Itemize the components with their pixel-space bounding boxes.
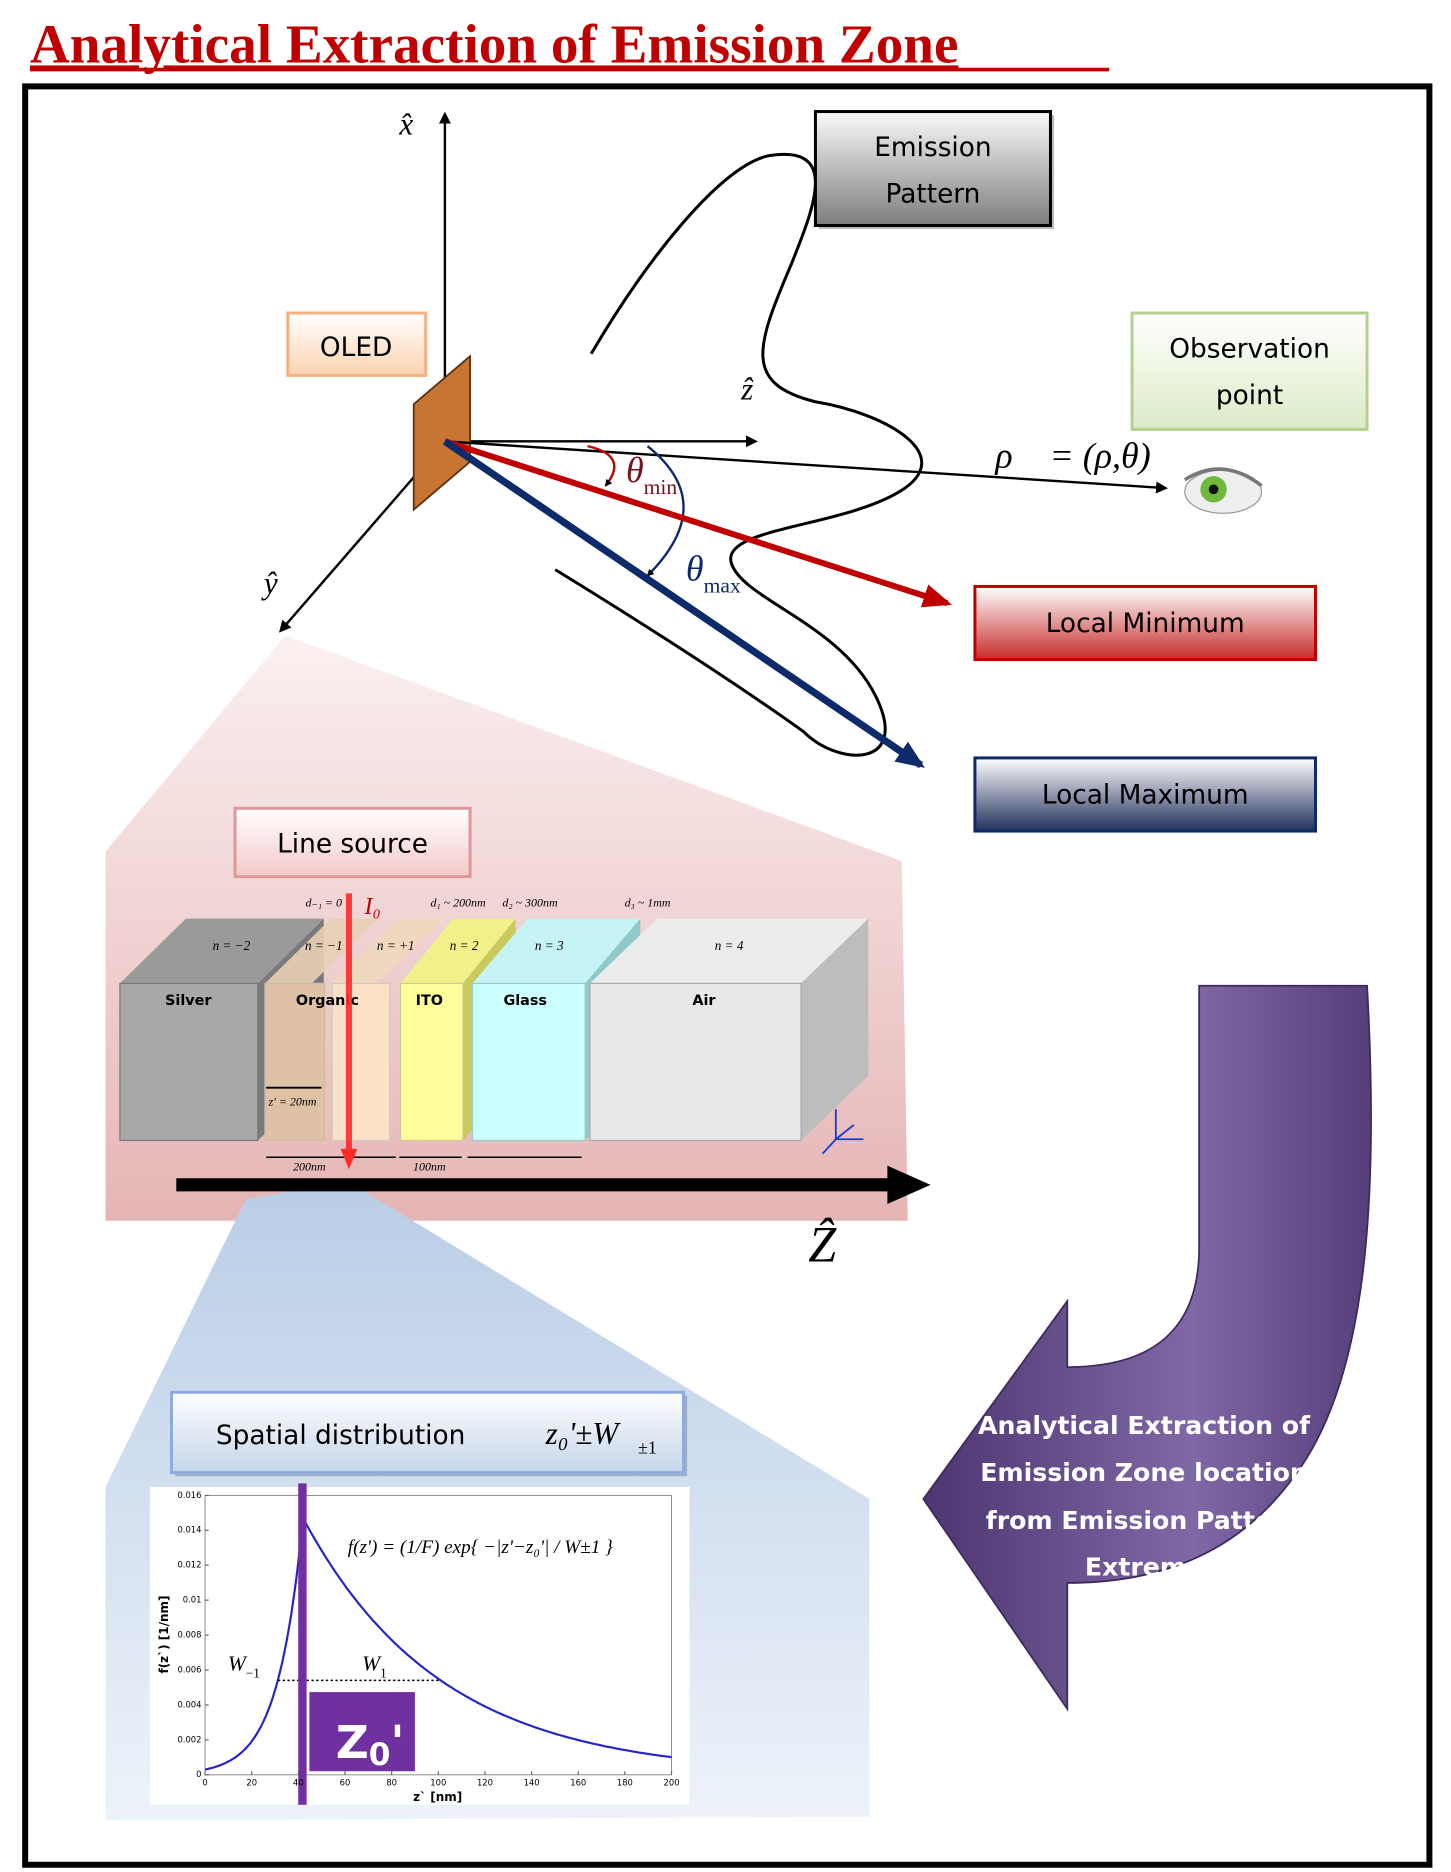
dim-200: 200nm bbox=[293, 1159, 326, 1173]
spatial-distribution-box: Spatial distribution z₀'±W ±1 bbox=[169, 1390, 688, 1477]
y-tick-label: 0.006 bbox=[177, 1664, 201, 1674]
oled-plate bbox=[412, 354, 471, 512]
x-tick-label: 0 bbox=[202, 1778, 207, 1788]
observation-line bbox=[444, 440, 1168, 494]
x-tick-label: 40 bbox=[293, 1778, 304, 1788]
mini-axes-icon bbox=[821, 1109, 864, 1155]
x-axis-label: x̂ bbox=[398, 106, 413, 141]
big-z-label: Ẑ bbox=[808, 1217, 837, 1273]
zprime-label: z' = 20nm bbox=[268, 1095, 317, 1109]
x-tick-label: 80 bbox=[386, 1778, 397, 1788]
emission-pattern-curve bbox=[554, 152, 924, 757]
big-z-arrowhead bbox=[887, 1165, 931, 1205]
svg-text:±1: ±1 bbox=[638, 1437, 657, 1457]
theta-min-label: θmin bbox=[626, 450, 677, 499]
line-source-arrowhead bbox=[340, 1148, 358, 1170]
svg-text:n = 4: n = 4 bbox=[715, 938, 744, 953]
svg-text:Local Maximum: Local Maximum bbox=[1042, 780, 1249, 810]
x-tick-label: 100 bbox=[430, 1778, 446, 1788]
theta-min-arc bbox=[587, 444, 616, 487]
y-tick-label: 0.01 bbox=[183, 1595, 202, 1605]
svg-text:n = 2: n = 2 bbox=[450, 938, 479, 953]
svg-text:from Emission Pattern: from Emission Pattern bbox=[986, 1506, 1303, 1535]
layer-indices: n = −2 n = −1 n = +1 n = 2 n = 3 n = 4 bbox=[213, 938, 744, 953]
svg-text:n = +1: n = +1 bbox=[377, 938, 415, 953]
emission-pattern-box: Emission Pattern bbox=[813, 110, 1055, 230]
extraction-arrow-text: Analytical Extraction of Emission Zone l… bbox=[978, 1411, 1311, 1582]
chart-background bbox=[149, 1487, 690, 1805]
svg-text:Analytical Extraction of: Analytical Extraction of bbox=[978, 1411, 1311, 1440]
x-tick-label: 160 bbox=[570, 1778, 586, 1788]
observation-point-box: Observation point bbox=[1130, 311, 1369, 431]
svg-text:OLED: OLED bbox=[320, 333, 392, 363]
svg-text:n = −2: n = −2 bbox=[213, 938, 251, 953]
local-minimum-arrow bbox=[443, 438, 952, 608]
local-minimum-box: Local Minimum bbox=[973, 584, 1317, 662]
x-tick-label: 120 bbox=[477, 1778, 493, 1788]
z-axis-label: ẑ bbox=[740, 371, 754, 406]
eye-icon bbox=[1183, 467, 1263, 514]
y-axis-label: ŷ bbox=[261, 566, 278, 601]
y-tick-label: 0.014 bbox=[177, 1525, 201, 1535]
svg-text:z₀'±W: z₀'±W bbox=[545, 1416, 622, 1451]
x-axis-title: z` [nm] bbox=[413, 1790, 462, 1804]
x-tick-label: 140 bbox=[524, 1778, 540, 1788]
svg-text:Spatial distribution: Spatial distribution bbox=[216, 1421, 466, 1451]
ito-label: ITO bbox=[416, 993, 443, 1009]
x-tick-label: 20 bbox=[246, 1778, 257, 1788]
svg-text:Extrema: Extrema bbox=[1085, 1553, 1203, 1582]
source-label: I₀ bbox=[364, 894, 381, 920]
x-tick-label: 180 bbox=[617, 1778, 633, 1788]
z0-marker-bar bbox=[298, 1483, 307, 1805]
x-tick-label: 60 bbox=[340, 1778, 351, 1788]
z0-label-box bbox=[309, 1692, 415, 1772]
y-tick-label: 0.002 bbox=[177, 1734, 201, 1744]
svg-text:point: point bbox=[1216, 381, 1283, 411]
local-maximum-arrow bbox=[442, 438, 925, 769]
svg-text:Observation: Observation bbox=[1169, 334, 1330, 364]
air-label: Air bbox=[692, 993, 716, 1009]
y-tick-label: 0.012 bbox=[177, 1560, 201, 1570]
page-title: Analytical Extraction of Emission Zone bbox=[30, 13, 958, 74]
silver-label: Silver bbox=[165, 993, 212, 1009]
svg-text:n = −1: n = −1 bbox=[305, 938, 343, 953]
svg-text:n = 3: n = 3 bbox=[535, 938, 564, 953]
svg-text:Emission Zone location: Emission Zone location bbox=[980, 1458, 1308, 1487]
layer-stack bbox=[119, 918, 869, 1142]
z0-label: Z0' bbox=[336, 1716, 405, 1773]
y-tick-label: 0.004 bbox=[177, 1699, 201, 1709]
svg-text:d₁ ~ 200nm: d₁ ~ 200nm bbox=[430, 896, 486, 910]
layer-thicknesses: d₋₁ = 0 d₁ ~ 200nm d₂ ~ 300nm d₃ ~ 1mm bbox=[305, 896, 670, 910]
svg-text:Emission: Emission bbox=[874, 133, 991, 163]
w-minus-label: W−1 bbox=[228, 1651, 260, 1680]
distribution-chart: 0 20 40 60 80 100 120 140 160 180 200 0 0.002 0.004 0.… bbox=[149, 1483, 690, 1805]
rho-label: ρ⃗ = (ρ,θ) bbox=[994, 436, 1150, 476]
local-maximum-box: Local Maximum bbox=[973, 756, 1317, 833]
oled-box: OLED bbox=[286, 311, 428, 377]
svg-text:d₋₁ = 0: d₋₁ = 0 bbox=[305, 896, 342, 910]
theta-max-label: θmax bbox=[686, 548, 741, 597]
svg-text:d₃ ~ 1mm: d₃ ~ 1mm bbox=[625, 896, 671, 910]
svg-text:Local Minimum: Local Minimum bbox=[1046, 609, 1245, 639]
theta-max-arc bbox=[646, 445, 685, 577]
y-tick-label: 0.008 bbox=[177, 1630, 201, 1640]
y-axis-title: f(z`) [1/nm] bbox=[157, 1596, 171, 1674]
x-tick-label: 200 bbox=[664, 1778, 680, 1788]
formula: f(z') = (1/F) exp{ −|z'−z₀'| / W±1 } bbox=[348, 1537, 613, 1558]
y-tick-label: 0.016 bbox=[177, 1490, 201, 1500]
glass-label: Glass bbox=[503, 993, 547, 1009]
frame bbox=[22, 83, 1433, 1868]
dim-100: 100nm bbox=[413, 1159, 446, 1173]
w-plus-label: W1 bbox=[362, 1651, 387, 1680]
y-tick-label: 0 bbox=[196, 1769, 201, 1779]
svg-text:Line source: Line source bbox=[277, 830, 428, 860]
extraction-arrow bbox=[922, 984, 1373, 1712]
line-source-box: Line source bbox=[233, 806, 472, 879]
distribution-curve bbox=[204, 1514, 672, 1771]
svg-text:d₂ ~ 300nm: d₂ ~ 300nm bbox=[502, 896, 558, 910]
svg-text:Pattern: Pattern bbox=[886, 180, 981, 210]
organic-label: Organic bbox=[296, 993, 359, 1009]
